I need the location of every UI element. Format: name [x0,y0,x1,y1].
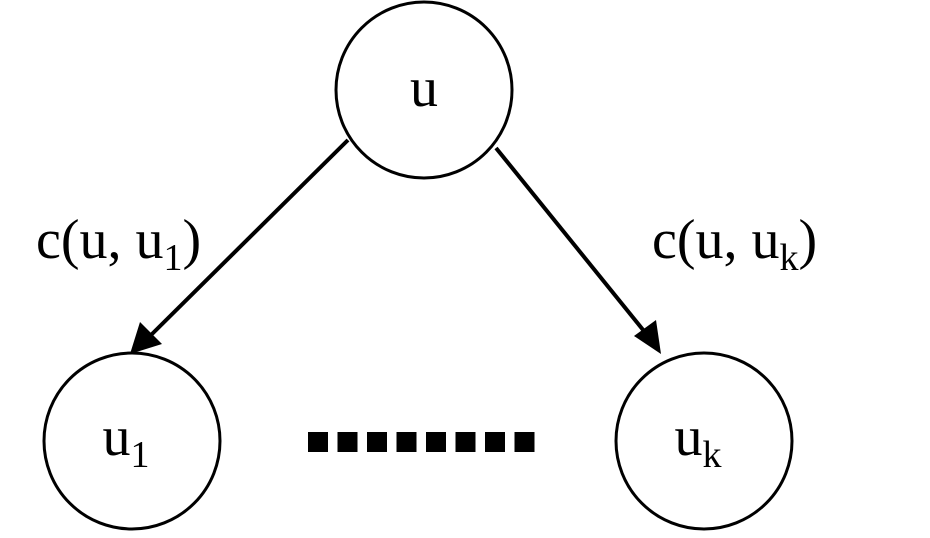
node-left-label: u [103,406,131,468]
svg-text:u: u [410,57,438,119]
node-left: u1 [42,351,222,531]
ellipsis-dot [308,432,328,452]
arrowhead-right [634,320,661,354]
svg-text:uk: uk [675,406,722,476]
node-root: u [334,0,514,180]
node-left-subscript: 1 [131,434,150,476]
ellipsis-dot [396,432,417,452]
edge-right-label: c(u, uk) [652,209,817,279]
edge-root-to-right [494,146,661,354]
ellipsis-dots [308,432,535,452]
node-right-subscript: k [703,434,722,476]
node-right-label: u [675,406,703,468]
node-right: uk [614,351,794,531]
edge-left-label: c(u, u1) [36,209,201,279]
ellipsis-dot [514,432,535,452]
arrowhead-left [130,322,162,354]
node-root-label: u [410,57,438,119]
ellipsis-dot [455,432,476,452]
ellipsis-dot [485,432,505,452]
svg-text:u1: u1 [103,406,150,476]
ellipsis-dot [337,432,358,452]
ellipsis-dot [367,432,387,452]
edge-root-to-left [130,138,350,354]
ellipsis-dot [426,432,446,452]
